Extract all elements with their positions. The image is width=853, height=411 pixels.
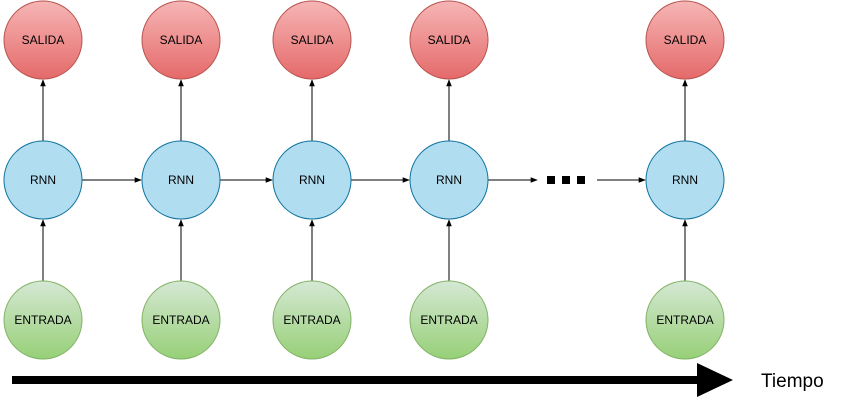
output-node-label: SALIDA: [428, 33, 471, 47]
input-node-label: ENTRADA: [14, 313, 71, 327]
ellipsis-dot: [577, 176, 585, 184]
time-axis: Tiempo: [12, 363, 824, 397]
input-node-label: ENTRADA: [420, 313, 477, 327]
input-node-shape: [141, 280, 221, 360]
output-node: SALIDA: [272, 0, 352, 80]
output-node-shape: [3, 0, 83, 80]
rnn-node-label: RNN: [168, 173, 194, 187]
rnn-node-shape: [409, 140, 489, 220]
input-node-label: ENTRADA: [152, 313, 209, 327]
ellipsis-dot: [547, 176, 555, 184]
rnn-node: RNN: [3, 140, 83, 220]
output-node-shape: [645, 0, 725, 80]
rnn-node-shape: [645, 140, 725, 220]
ellipsis-dots: [547, 176, 585, 184]
output-node: SALIDA: [409, 0, 489, 80]
input-node-label: ENTRADA: [283, 313, 340, 327]
output-node-label: SALIDA: [664, 33, 707, 47]
output-node-label: SALIDA: [160, 33, 203, 47]
output-node-label: SALIDA: [22, 33, 65, 47]
output-node: SALIDA: [141, 0, 221, 80]
input-node: ENTRADA: [645, 280, 725, 360]
rnn-node: RNN: [272, 140, 352, 220]
output-node-shape: [272, 0, 352, 80]
input-node-shape: [409, 280, 489, 360]
input-node-shape: [272, 280, 352, 360]
time-arrow-head: [697, 363, 733, 397]
rnn-node-label: RNN: [30, 173, 56, 187]
output-node-shape: [141, 0, 221, 80]
rnn-node-label: RNN: [436, 173, 462, 187]
rnn-node: RNN: [141, 140, 221, 220]
output-node-label: SALIDA: [291, 33, 334, 47]
ellipsis-dot: [562, 176, 570, 184]
input-node-shape: [3, 280, 83, 360]
output-node-shape: [409, 0, 489, 80]
output-node: SALIDA: [3, 0, 83, 80]
rnn-node-shape: [3, 140, 83, 220]
rnn-node-shape: [141, 140, 221, 220]
rnn-node-label: RNN: [672, 173, 698, 187]
rnn-node-label: RNN: [299, 173, 325, 187]
input-node: ENTRADA: [3, 280, 83, 360]
rnn-node: RNN: [409, 140, 489, 220]
input-node-shape: [645, 280, 725, 360]
input-node-label: ENTRADA: [656, 313, 713, 327]
connections: [40, 79, 688, 281]
rnn-node: RNN: [645, 140, 725, 220]
nodes: SALIDA RNN ENTRADA SALIDA RNN ENTRADA SALIDA RN…: [3, 0, 725, 360]
output-node: SALIDA: [645, 0, 725, 80]
input-node: ENTRADA: [141, 280, 221, 360]
time-axis-label: Tiempo: [761, 371, 824, 392]
rnn-node-shape: [272, 140, 352, 220]
input-node: ENTRADA: [409, 280, 489, 360]
input-node: ENTRADA: [272, 280, 352, 360]
